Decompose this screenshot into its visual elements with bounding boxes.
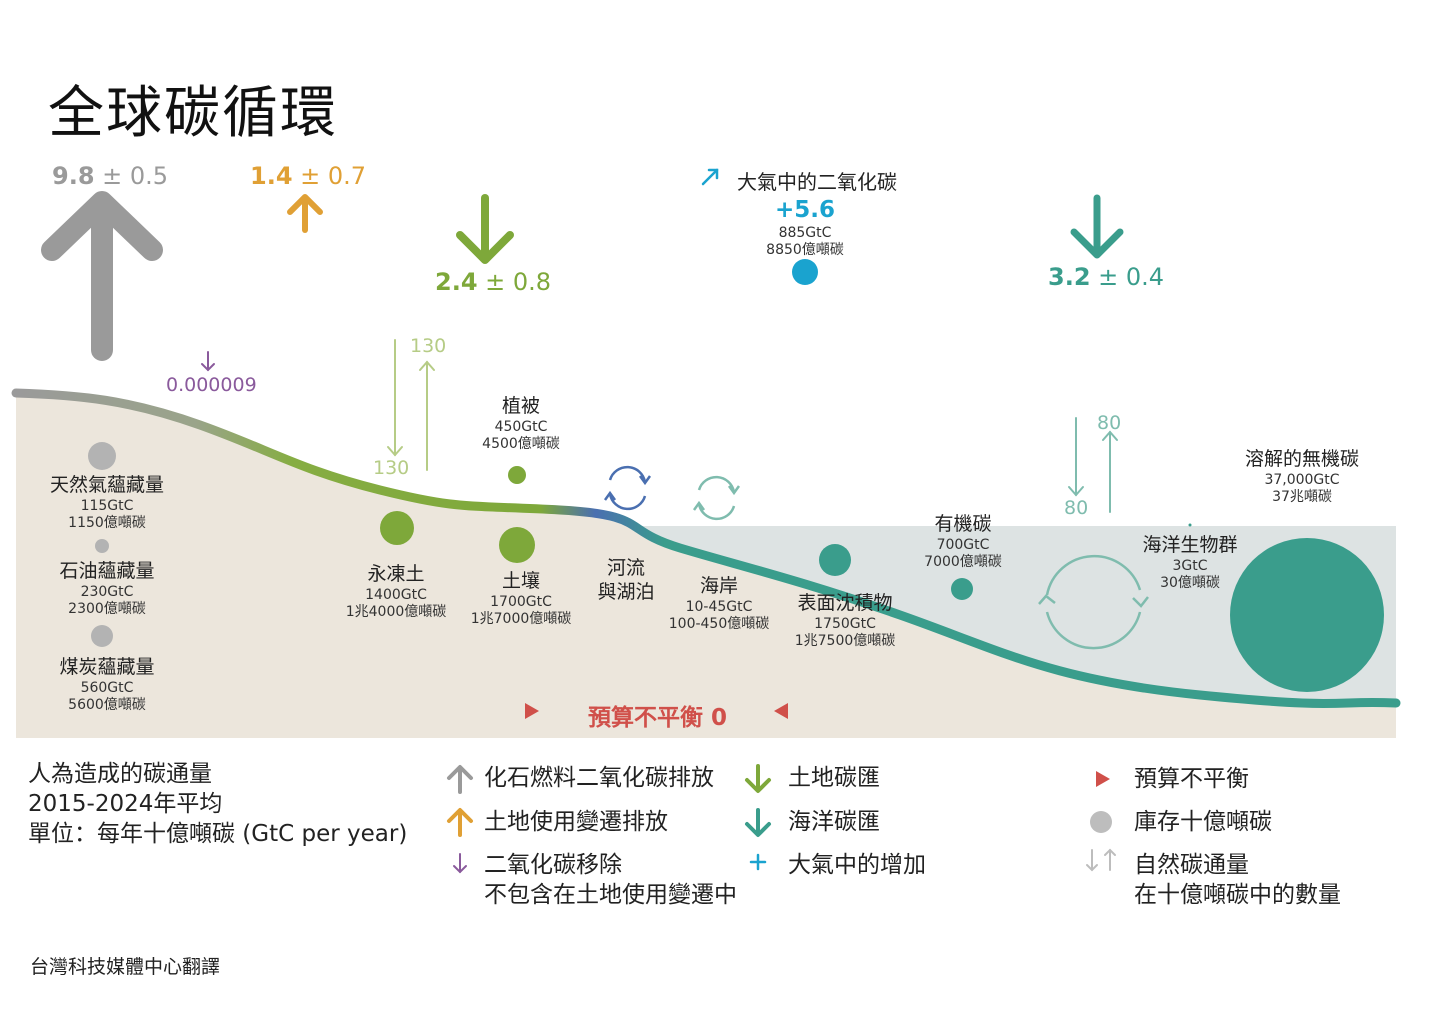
land-natural-flux-arrows xyxy=(387,339,435,471)
legend-land-sink-icon xyxy=(745,764,771,793)
legend-atm-growth-label: 大氣中的增加 xyxy=(788,852,926,878)
land-natural-down-value: 130 xyxy=(373,457,410,479)
legend-fossil-label: 化石燃料二氧化碳排放 xyxy=(484,765,714,791)
legend-imbalance-label: 預算不平衡 xyxy=(1134,766,1249,792)
dic-stock-circle xyxy=(1230,538,1384,692)
sediment-stock-circle xyxy=(819,544,851,576)
legend-imbalance-icon xyxy=(1096,771,1110,787)
coast-cycle-icon xyxy=(692,475,741,521)
legend-stock-icon xyxy=(1090,811,1112,833)
fossil-emission-arrow xyxy=(41,191,163,361)
coal-stock-circle xyxy=(91,625,113,647)
legend-stock-label: 庫存十億噸碳 xyxy=(1134,809,1272,835)
legend-intro-line3: 單位：每年十億噸碳 (GtC per year) xyxy=(28,820,408,847)
ocean-natural-flux-arrows xyxy=(1068,417,1118,513)
landuse-emission-arrow xyxy=(287,194,323,233)
atmosphere-arrow-icon xyxy=(701,168,719,186)
legend-natural-flux-label: 自然碳通量在十億噸碳中的數量 xyxy=(1134,852,1341,908)
soil-stock-circle xyxy=(499,527,535,563)
atmosphere-stock-dot xyxy=(792,259,818,285)
legend-cdr-icon xyxy=(453,853,467,874)
legend-land-sink-label: 土地碳匯 xyxy=(788,765,880,791)
legend-intro: 人為造成的碳通量 2015-2024年平均 單位：每年十億噸碳 (GtC per… xyxy=(28,760,407,850)
legend-atm-plus-icon xyxy=(749,853,767,871)
atmosphere-label: 大氣中的二氧化碳 xyxy=(737,170,897,194)
fossil-flux-label: 9.8 ± 0.5 xyxy=(52,162,169,190)
legend-fossil-icon xyxy=(447,765,473,794)
ocean-sink-flux-label: 3.2 ± 0.4 xyxy=(1048,263,1165,291)
land-sink-arrow xyxy=(456,194,514,264)
legend-intro-line1: 人為造成的碳通量 xyxy=(28,761,212,787)
ocean-natural-down-value: 80 xyxy=(1064,497,1089,519)
legend-cdr-label: 二氧化碳移除不包含在土地使用變遷中 xyxy=(484,852,737,908)
legend-landuse-label: 土地使用變遷排放 xyxy=(484,809,668,835)
marine-biota-stock-dot xyxy=(1188,523,1192,527)
vegetation-stock-circle xyxy=(508,466,526,484)
rivers-lakes-label: 河流與湖泊 xyxy=(597,557,655,603)
surface-line xyxy=(11,388,1401,709)
budget-imbalance-label: 預算不平衡 0 xyxy=(588,705,728,731)
gas-stock-circle xyxy=(88,442,116,470)
legend-ocean-sink-label: 海洋碳匯 xyxy=(788,809,880,835)
imbalance-triangle-left xyxy=(525,703,539,719)
permafrost-stock-circle xyxy=(380,511,414,545)
land-sink-flux-label: 2.4 ± 0.8 xyxy=(435,268,552,296)
ground-area xyxy=(16,393,1396,738)
ocean-cycle-icon xyxy=(1038,554,1149,650)
legend-intro-line2: 2015-2024年平均 xyxy=(28,790,223,817)
legend-natural-flux-icon xyxy=(1086,848,1116,872)
cdr-flux-label: 0.000009 xyxy=(166,374,257,396)
ocean-natural-up-value: 80 xyxy=(1097,412,1122,434)
cdr-arrow xyxy=(201,351,215,372)
river-cycle-icon xyxy=(603,465,652,511)
imbalance-triangle-right xyxy=(774,703,788,719)
atmosphere-values: +5.6 885GtC 8850億噸碳 xyxy=(745,196,865,260)
legend-ocean-sink-icon xyxy=(745,808,771,837)
legend-landuse-icon xyxy=(447,808,473,837)
atmosphere-growth: +5.6 xyxy=(774,197,835,223)
ocean-sink-arrow xyxy=(1070,194,1124,259)
page-title: 全球碳循環 xyxy=(48,81,338,146)
organic-carbon-stock-circle xyxy=(951,578,973,600)
translation-credit: 台灣科技媒體中心翻譯 xyxy=(30,956,221,978)
landuse-flux-label: 1.4 ± 0.7 xyxy=(250,162,367,190)
atmosphere-stock-zh: 8850億噸碳 xyxy=(766,242,844,259)
land-natural-up-value: 130 xyxy=(410,335,447,357)
atmosphere-stock-gtc: 885GtC xyxy=(778,224,832,241)
oil-stock-circle xyxy=(95,539,109,553)
